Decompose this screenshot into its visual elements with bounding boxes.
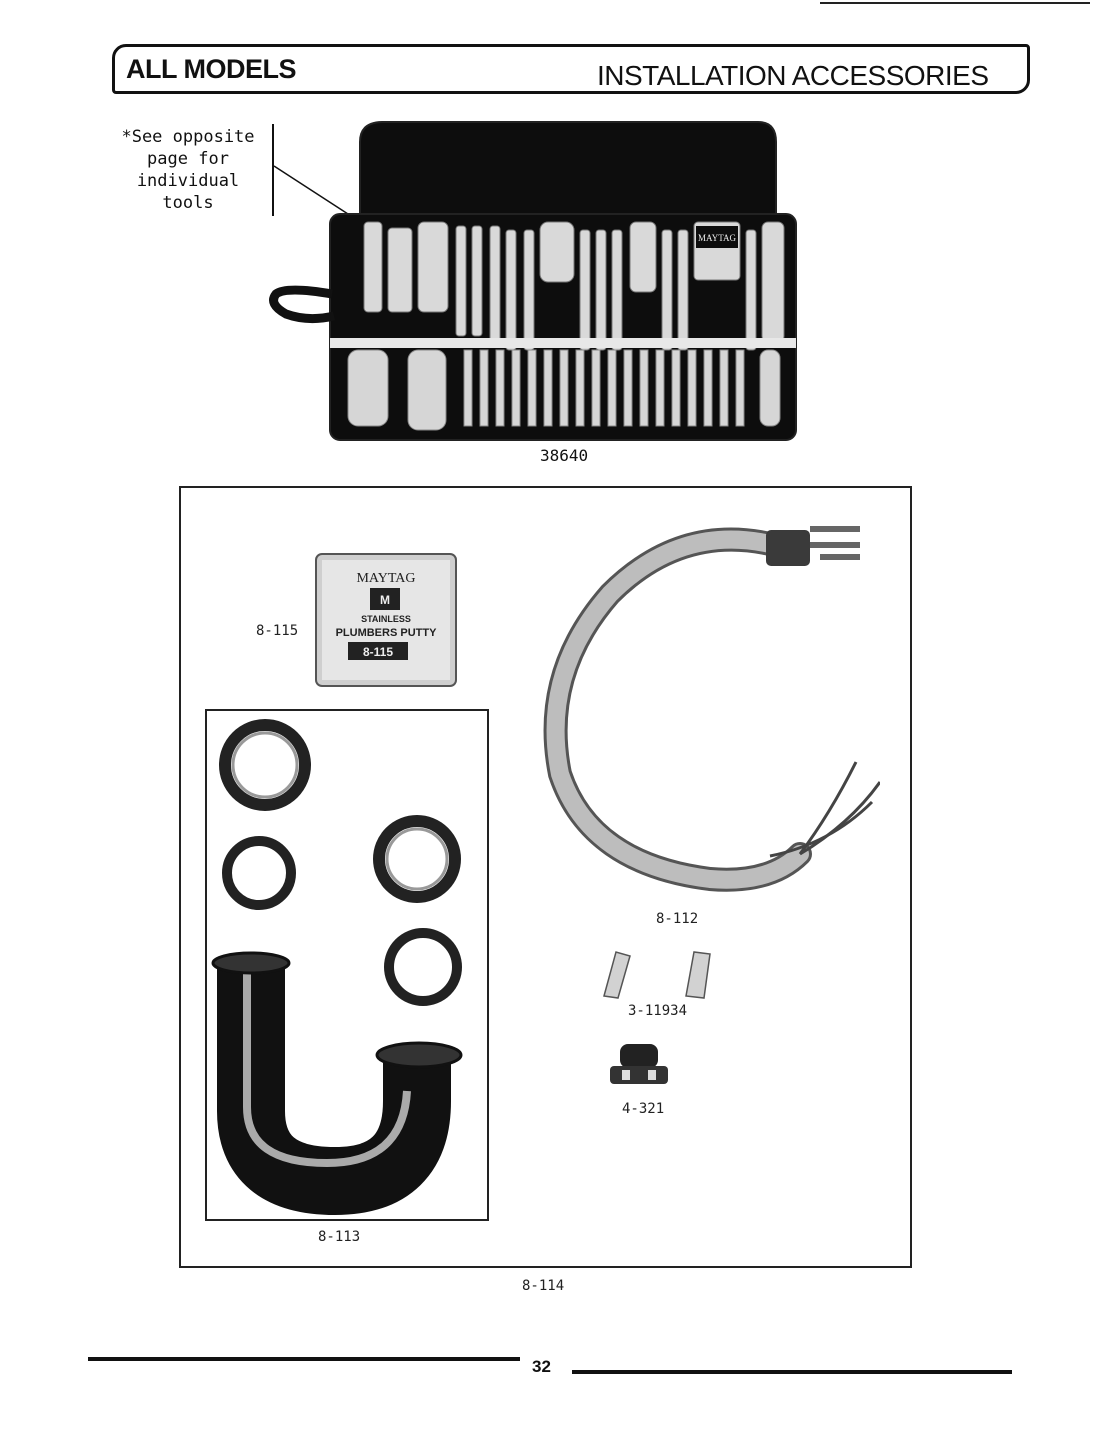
tool-kit-part-number: 38640 [540,446,589,465]
trap-kit-frame [205,709,489,1221]
putty-brand: MAYTAG [356,571,415,586]
footer-rule-right [572,1370,1012,1374]
section-title: INSTALLATION ACCESSORIES [597,60,989,91]
trap-kit-part-number: 8-113 [318,1229,361,1245]
models-heading: ALL MODELS [126,54,297,84]
trap-kit-illustration [211,719,463,1216]
tool-kit-illustration: MAYTAG [269,121,797,441]
tool-kit-note: *See opposite page for individual tools [121,127,255,213]
accessories-frame [179,486,912,1268]
cord-part-number: 8-112 [656,911,699,927]
putty-part-badge: 8-115 [363,645,393,659]
note-divider [272,124,274,216]
page-number: 32 [532,1357,551,1376]
putty-logo-icon: M [380,593,390,607]
power-cord-illustration [543,526,880,892]
wire-nuts-illustration [603,951,711,999]
kit-brand-text: MAYTAG [698,233,736,243]
cord-clamp-illustration [610,1044,668,1084]
clamp-part-number: 4-321 [622,1101,665,1117]
header-frame [112,44,1030,94]
putty-line2: PLUMBERS PUTTY [336,627,438,639]
plumbers-putty-can: MAYTAG M STAINLESS PLUMBERS PUTTY 8-115 [315,553,457,687]
putty-line1: STAINLESS [361,614,411,624]
footer-rule-left [88,1357,520,1361]
top-edge-rule [820,2,1090,4]
accessory-kit-part-number: 8-114 [522,1278,565,1294]
putty-part-number: 8-115 [256,623,299,639]
wire-nuts-part-number: 3-11934 [628,1003,688,1019]
